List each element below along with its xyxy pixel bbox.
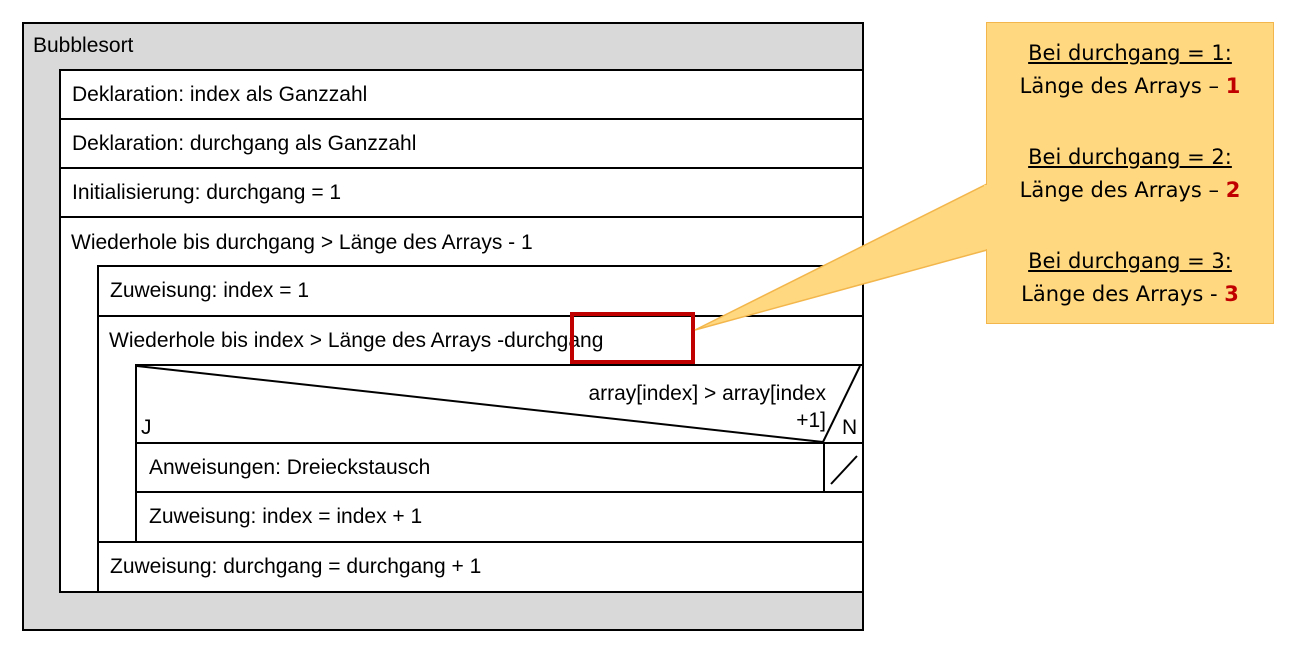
callout-text-1: Länge des Arrays – — [1019, 74, 1226, 98]
declaration-pass-text: Deklaration: durchgang als Ganzzahl — [72, 131, 417, 155]
structogram-title: Bubblesort — [33, 34, 134, 57]
callout-value-1: 1 — [1225, 74, 1241, 98]
no-label: N — [842, 416, 858, 439]
condition-diagonals — [136, 365, 861, 443]
init-pass-row: Initialisierung: durchgang = 1 — [59, 167, 864, 218]
index-init-row: Zuweisung: index = 1 — [97, 265, 864, 317]
declaration-index-text: Deklaration: index als Ganzzahl — [72, 82, 368, 106]
outer-loop-header: Wiederhole bis durchgang > Länge des Arr… — [71, 218, 533, 267]
pass-increment-row: Zuweisung: durchgang = durchgang + 1 — [97, 541, 864, 593]
callout-seam-cover — [984, 185, 988, 249]
index-init-text: Zuweisung: index = 1 — [110, 279, 310, 302]
callout-heading-2: Bei durchgang = 2: — [1028, 145, 1232, 169]
index-increment-row: Zuweisung: index = index + 1 — [135, 491, 864, 543]
condition-line-2: +1] — [796, 409, 826, 432]
callout-value-2: 2 — [1225, 178, 1241, 202]
outer-loop-text: Wiederhole bis durchgang > Länge des Arr… — [71, 230, 533, 254]
inner-loop-text: Wiederhole bis index > Länge des Arrays … — [109, 329, 505, 352]
callout-pointer — [694, 182, 988, 331]
empty-branch-slash — [830, 455, 858, 485]
condition-line-1: array[index] > array[index — [588, 382, 826, 405]
swap-text: Anweisungen: Dreieckstausch — [149, 455, 431, 479]
callout-heading-1: Bei durchgang = 1: — [1028, 41, 1232, 65]
declaration-pass-row: Deklaration: durchgang als Ganzzahl — [59, 118, 864, 169]
condition-text: array[index] > array[index +1] — [500, 380, 826, 434]
inner-loop-header: Wiederhole bis index > Länge des Arrays … — [109, 317, 603, 365]
index-increment-text: Zuweisung: index = index + 1 — [149, 505, 423, 528]
callout-line-2: Länge des Arrays – 2 — [987, 178, 1273, 202]
declaration-index-row: Deklaration: index als Ganzzahl — [59, 69, 864, 120]
init-pass-text: Initialisierung: durchgang = 1 — [72, 180, 342, 204]
callout-line-3: Länge des Arrays - 3 — [987, 282, 1273, 306]
callout-line-1: Länge des Arrays – 1 — [987, 74, 1273, 98]
pass-increment-text: Zuweisung: durchgang = durchgang + 1 — [110, 555, 482, 578]
callout-box: Bei durchgang = 1: Länge des Arrays – 1 … — [986, 22, 1274, 324]
empty-no-branch — [823, 442, 864, 493]
callout-text-3: Länge des Arrays - — [1021, 282, 1225, 306]
callout-heading-3: Bei durchgang = 3: — [1028, 249, 1232, 273]
durchgang-highlight — [570, 312, 695, 364]
inner-loop-var: durchgang — [504, 329, 604, 352]
yes-label: J — [141, 416, 152, 439]
swap-row: Anweisungen: Dreieckstausch — [135, 442, 825, 493]
callout-text-2: Länge des Arrays – — [1019, 178, 1226, 202]
callout-value-3: 3 — [1224, 282, 1239, 306]
